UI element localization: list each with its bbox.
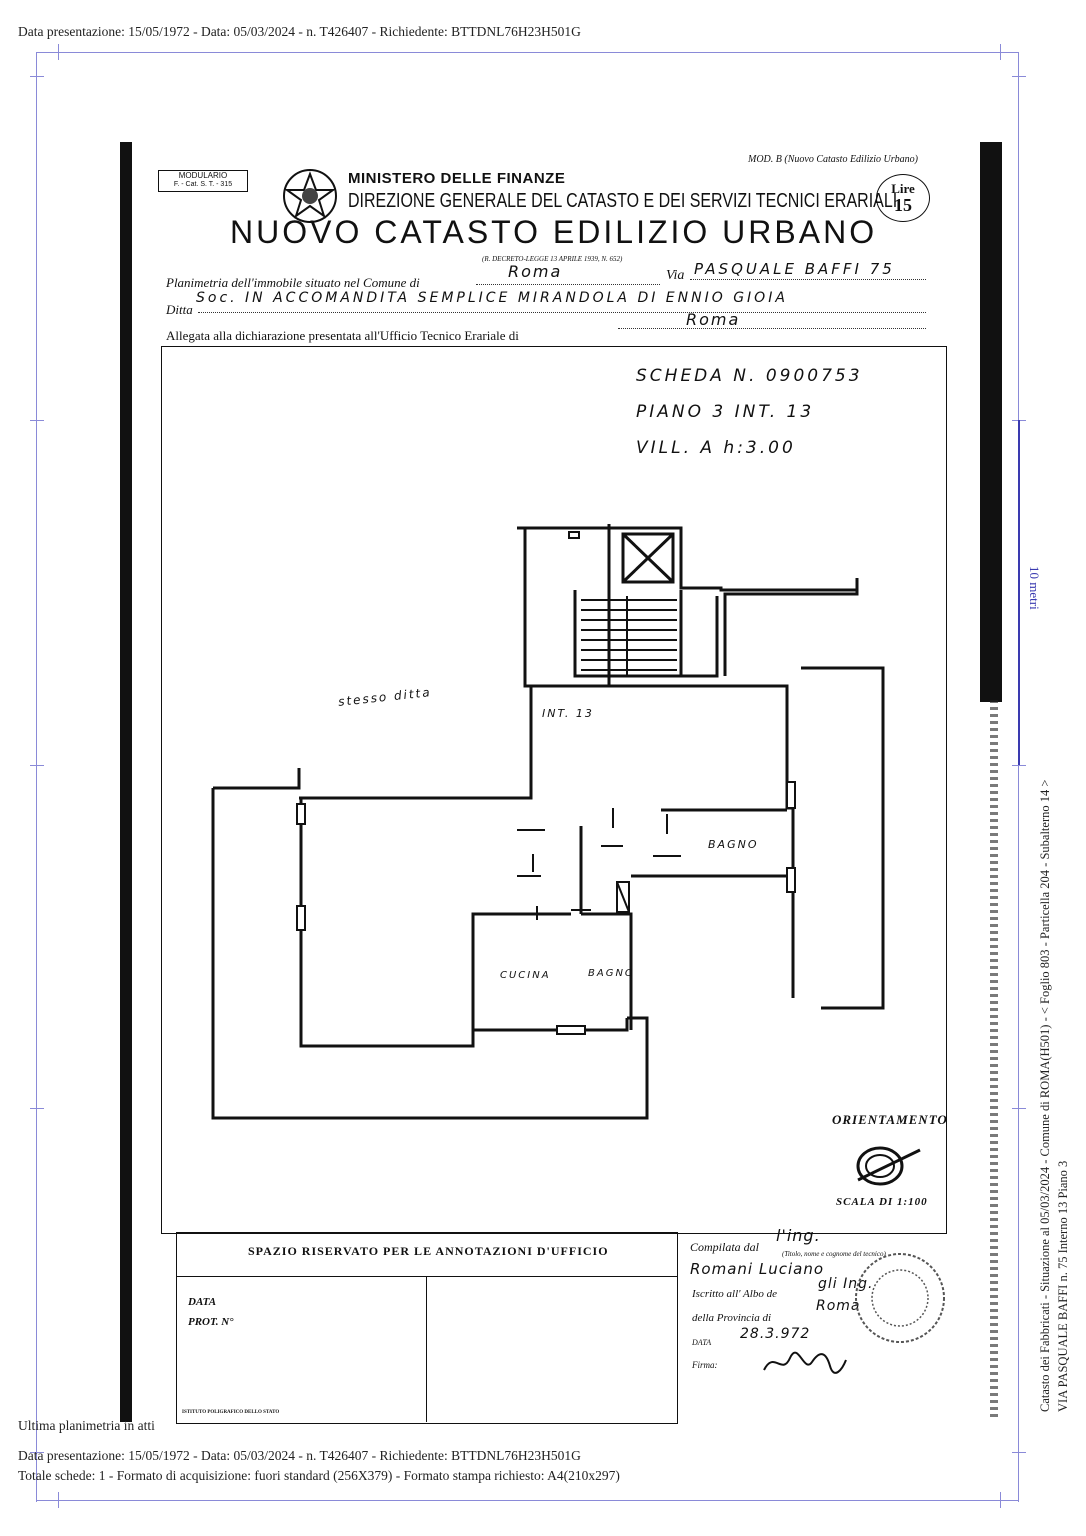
footer-line-1: Data presentazione: 15/05/1972 - Data: 0…: [18, 1448, 581, 1463]
data2-label: DATA: [692, 1338, 712, 1347]
frame-left: [36, 52, 37, 1502]
signature-icon: [763, 1351, 847, 1374]
scale-label: 10 metri: [1027, 566, 1042, 610]
comune-value: Roma: [508, 262, 563, 281]
office-box: [176, 1232, 678, 1424]
main-title: NUOVO CATASTO EDILIZIO URBANO: [230, 214, 878, 250]
data-label: DATA: [188, 1296, 217, 1308]
scan-edge-right: [980, 142, 1002, 702]
modulario-box: MODULARIO F. - Cat. S. T. - 315: [158, 170, 248, 192]
modulario-label: MODULARIO: [178, 171, 228, 180]
scale-bar: [1018, 420, 1020, 765]
via-value: PASQUALE BAFFI 75: [694, 260, 895, 278]
iscritto-label: Iscritto all' Albo de: [692, 1288, 777, 1300]
ministry-title: MINISTERO DELLE FINANZE: [348, 170, 566, 187]
stamp-seal: [855, 1253, 945, 1343]
orientamento-label: ORIENTAMENTO: [832, 1112, 948, 1127]
side-catasto-line: Catasto dei Fabbricati - Situazione al 0…: [1038, 779, 1052, 1412]
modulario-code: F. - Cat. S. T. - 315: [173, 181, 233, 188]
ditta-value: Soc. IN ACCOMANDITA SEMPLICE MIRANDOLA D…: [196, 290, 788, 306]
titolo-hint: (Titolo, nome e cognome del tecnico): [782, 1250, 886, 1258]
emblem-icon: [283, 169, 337, 223]
cucina-room: CUCINA: [500, 970, 551, 981]
lire-label: Lire: [891, 181, 915, 196]
ufficio-value: Roma: [686, 310, 741, 329]
compilata-value: l'ing.: [776, 1226, 821, 1245]
piano-int: PIANO 3 INT. 13: [636, 402, 815, 422]
side-address-line: VIA PASQUALE BAFFI n. 75 Interno 13 Pian…: [1056, 1160, 1070, 1412]
frame-top: [36, 52, 1018, 53]
compilata-label: Compilata dal: [690, 1240, 760, 1254]
allegata-label: Allegata alla dichiarazione presentata a…: [166, 328, 519, 343]
bagno-room-2: BAGNO: [588, 968, 635, 979]
riservato-label: SPAZIO RISERVATO PER LE ANNOTAZIONI D'UF…: [248, 1244, 609, 1258]
floor-plan: [211, 524, 885, 1120]
provincia-value: Roma: [816, 1298, 861, 1314]
frame-bottom: [36, 1500, 1018, 1501]
plan-area: [161, 346, 947, 1234]
header-line: Data presentazione: 15/05/1972 - Data: 0…: [18, 24, 581, 39]
istituto-label: ISTITUTO POLIGRAFICO DELLO STATO: [182, 1410, 280, 1415]
decreto: (R. DECRETO-LEGGE 13 APRILE 1939, N. 652…: [482, 255, 623, 263]
frame-right: [1018, 52, 1019, 1502]
bagno-room-1: BAGNO: [708, 838, 759, 851]
firma-label: Firma:: [692, 1360, 718, 1370]
provincia-label: della Provincia di: [692, 1312, 772, 1324]
tecnico-name: Romani Luciano: [690, 1260, 824, 1278]
scan-edge-left: [120, 142, 132, 1422]
footer-line-2: Totale schede: 1 - Formato di acquisizio…: [18, 1468, 620, 1483]
lire-stamp: Lire 15: [876, 174, 930, 222]
data2-value: 28.3.972: [740, 1326, 811, 1342]
scala-label: SCALA DI 1:100: [836, 1196, 928, 1208]
compass-icon: [856, 1146, 921, 1186]
direzione-title: DIREZIONE GENERALE DEL CATASTO E DEI SER…: [348, 190, 898, 212]
mod-b: MOD. B (Nuovo Catasto Edilizio Urbano): [748, 154, 918, 165]
ultima-planimetria: Ultima planimetria in atti: [18, 1418, 155, 1433]
scheda-number: SCHEDA N. 0900753: [636, 366, 863, 386]
planimetria-label: Planimetria dell'immobile situato nel Co…: [166, 275, 420, 290]
vill-height: VILL. A h:3.00: [636, 438, 796, 458]
via-label: Via: [666, 268, 685, 283]
cadastral-sheet: [120, 142, 1000, 1422]
int-label: INT. 13: [542, 707, 594, 720]
ditta-label: Ditta: [166, 302, 193, 317]
lire-value: 15: [894, 195, 912, 215]
prot-label: PROT. N°: [188, 1316, 234, 1328]
